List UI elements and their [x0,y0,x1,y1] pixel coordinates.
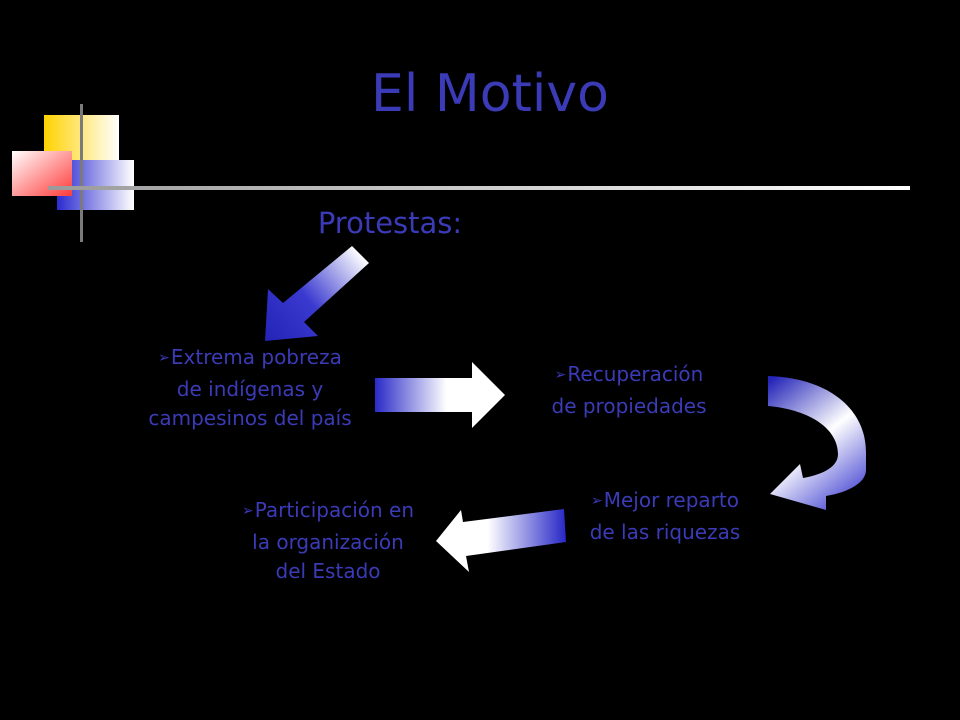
arrow-left [436,509,566,572]
slide-title: El Motivo [371,64,609,124]
bullet-arrow-icon: ➢ [158,350,170,366]
node-mejor-reparto: ➢Mejor reparto de las riquezas [570,486,760,547]
node-participacion: ➢Participación en la organización del Es… [216,496,440,586]
bullet-arrow-icon: ➢ [554,367,567,383]
node-line: de indígenas y [176,377,324,401]
node-line: de las riquezas [589,520,741,544]
node-line: Extrema pobreza [170,345,342,369]
node-line: Mejor reparto [603,488,739,512]
node-line: del Estado [275,559,381,583]
node-line: campesinos del país [148,406,352,430]
arrow-right [375,362,505,428]
node-line: Participación en [254,498,415,522]
node-recuperacion: ➢Recuperación de propiedades [518,360,740,421]
bullet-arrow-icon: ➢ [241,503,254,519]
vertical-rule [80,104,83,242]
arrow-diagonal [265,246,369,341]
node-line: de propiedades [551,394,707,418]
arrow-curved [768,376,866,510]
bullet-arrow-icon: ➢ [590,493,603,509]
node-extrema-pobreza: ➢Extrema pobreza de indígenas y campesin… [124,343,376,433]
horizontal-rule [48,186,910,190]
node-line: la organización [252,530,404,554]
slide-subtitle: Protestas: [317,206,463,240]
node-line: Recuperación [567,362,704,386]
